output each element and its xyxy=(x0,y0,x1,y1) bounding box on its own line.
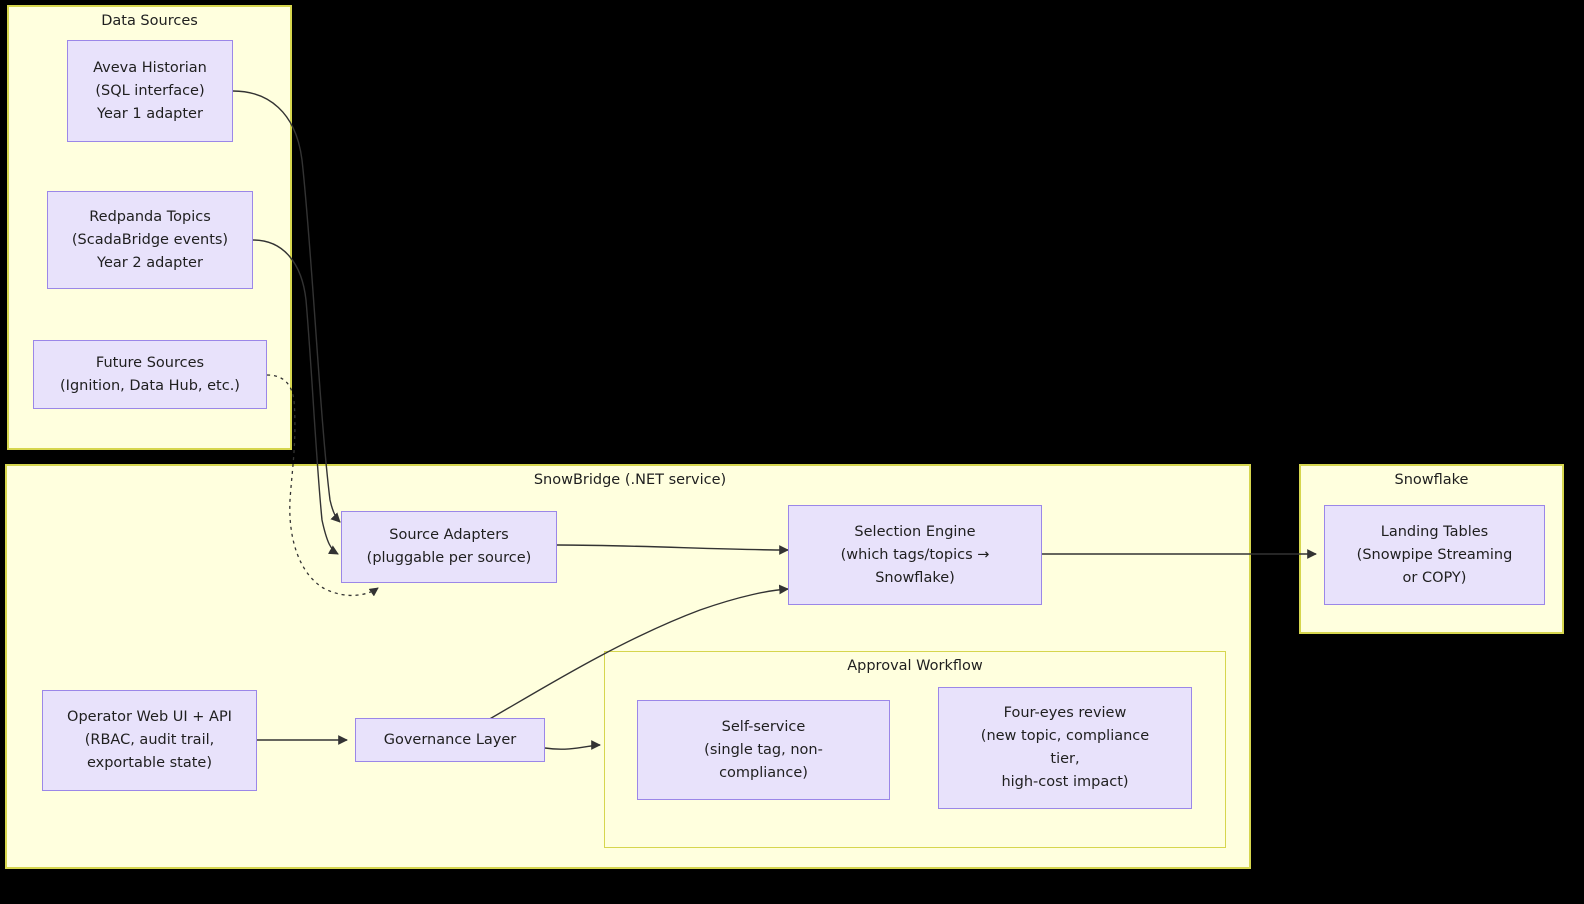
node-four-eyes-review-line-4: high-cost impact) xyxy=(1001,774,1129,790)
node-operator-web-ui-line-2: (RBAC, audit trail, xyxy=(84,732,215,748)
cluster-data-sources-title: Data Sources xyxy=(101,13,198,29)
node-landing-tables[interactable]: Landing Tables (Snowpipe Streaming or CO… xyxy=(1324,505,1545,605)
node-aveva-historian-line-3: Year 1 adapter xyxy=(97,105,203,122)
node-governance-layer-line-1: Governance Layer xyxy=(383,731,517,748)
node-four-eyes-review-line-2: (new topic, compliance xyxy=(980,728,1150,744)
node-selection-engine-line-3: Snowflake) xyxy=(875,569,955,586)
node-operator-web-ui[interactable]: Operator Web UI + API (RBAC, audit trail… xyxy=(42,690,257,791)
node-aveva-historian[interactable]: Aveva Historian (SQL interface) Year 1 a… xyxy=(67,40,233,142)
node-selection-engine-line-2: (which tags/topics → xyxy=(840,546,990,563)
node-governance-layer[interactable]: Governance Layer xyxy=(355,718,545,762)
cluster-snowflake-title: Snowflake xyxy=(1394,472,1469,488)
node-selection-engine-line-1: Selection Engine xyxy=(854,523,976,540)
node-selection-engine[interactable]: Selection Engine (which tags/topics → Sn… xyxy=(788,505,1042,605)
node-aveva-historian-line-2: (SQL interface) xyxy=(95,82,205,99)
node-four-eyes-review[interactable]: Four-eyes review (new topic, compliance … xyxy=(938,687,1192,809)
node-redpanda-topics[interactable]: Redpanda Topics (ScadaBridge events) Yea… xyxy=(47,191,253,289)
node-redpanda-topics-line-3: Year 2 adapter xyxy=(97,254,203,271)
node-landing-tables-line-1: Landing Tables xyxy=(1380,523,1489,540)
node-self-service[interactable]: Self-service (single tag, non- complianc… xyxy=(637,700,890,800)
node-operator-web-ui-line-1: Operator Web UI + API xyxy=(67,709,232,725)
node-redpanda-topics-line-2: (ScadaBridge events) xyxy=(71,231,229,248)
node-four-eyes-review-line-1: Four-eyes review xyxy=(1003,705,1127,721)
node-source-adapters-line-2: (pluggable per source) xyxy=(366,550,532,566)
node-aveva-historian-line-1: Aveva Historian xyxy=(93,59,207,76)
node-redpanda-topics-line-1: Redpanda Topics xyxy=(89,208,211,225)
node-self-service-line-1: Self-service xyxy=(721,718,806,735)
node-four-eyes-review-line-3: tier, xyxy=(1050,751,1080,767)
node-operator-web-ui-line-3: exportable state) xyxy=(86,755,212,771)
node-future-sources-line-2: (Ignition, Data Hub, etc.) xyxy=(60,377,240,394)
cluster-approval-workflow-title: Approval Workflow xyxy=(847,658,983,674)
node-source-adapters-line-1: Source Adapters xyxy=(389,527,509,543)
node-future-sources[interactable]: Future Sources (Ignition, Data Hub, etc.… xyxy=(33,340,267,409)
node-landing-tables-line-2: (Snowpipe Streaming xyxy=(1356,546,1513,563)
node-self-service-line-3: compliance) xyxy=(719,764,808,781)
node-future-sources-line-1: Future Sources xyxy=(95,354,205,371)
node-self-service-line-2: (single tag, non- xyxy=(704,741,823,758)
cluster-snowbridge-title: SnowBridge (.NET service) xyxy=(533,472,727,488)
node-source-adapters[interactable]: Source Adapters (pluggable per source) xyxy=(341,511,557,583)
node-landing-tables-line-3: or COPY) xyxy=(1402,569,1467,586)
